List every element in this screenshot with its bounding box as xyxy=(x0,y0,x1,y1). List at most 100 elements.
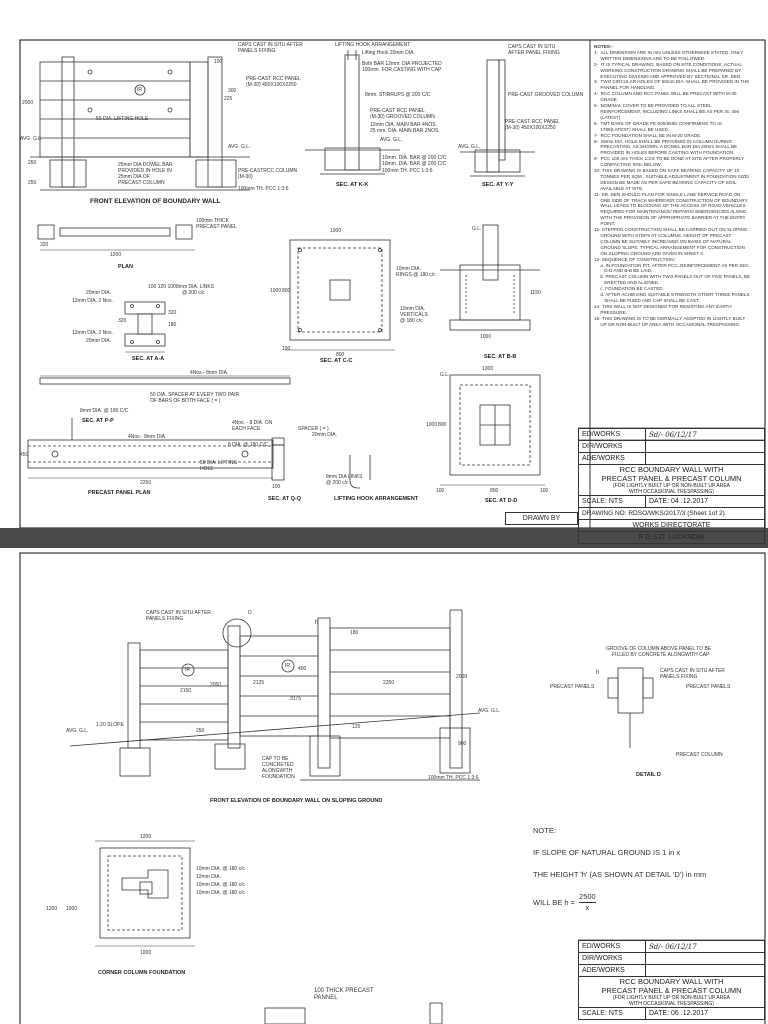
note-line: TONNES PER SQM , SUITABLE ADJUSTMENT IN … xyxy=(594,173,750,179)
verticals-label-3: @ 180 c/c xyxy=(400,318,423,324)
dim-320-b: 320 xyxy=(118,318,127,324)
grooved-column-label: (M-30) GROOVED COLUMN xyxy=(370,114,435,120)
dir-works-label: DIR/WORKS xyxy=(578,440,646,453)
dim-320-a: 320 xyxy=(168,310,177,316)
detail-d-marker: D xyxy=(248,610,252,616)
slope-note-line3: WILL BE h = xyxy=(533,897,576,907)
note-line: GROUND WITH STEPS AT COLUMNS. HEIGHT OF … xyxy=(594,233,732,238)
fraction: 2500 x xyxy=(579,892,596,913)
avg-gl-label-right: AVG. G.L. xyxy=(228,144,251,150)
sec-aa-title: SEC. AT A-A xyxy=(132,356,165,362)
dowel-label-4: PRECAST COLUMN xyxy=(118,180,165,186)
note-line: WRITTEN DIMENSIONS ARE TO BE FOLLOWED. xyxy=(594,55,706,61)
dir-works-sign-2 xyxy=(645,952,765,965)
note-line: 7- RCC FOUNDATION SHALL BE IN M-20 GRADE… xyxy=(594,132,702,138)
dim-800-ch: 800 xyxy=(336,352,345,358)
slope-note: NOTE: IF SLOPE OF NATURAL GROUND IS 1 in… xyxy=(533,826,706,913)
dim-1000-d: 1000 xyxy=(426,422,438,428)
date-cell-2: DATE: 06 .12.2017 xyxy=(645,1007,765,1020)
precast-plan-title: PRECAST PANEL PLAN xyxy=(88,490,151,496)
ade-works-sign-2 xyxy=(645,964,765,977)
dim-2150: 2150 xyxy=(180,688,192,694)
fraction-denominator: x xyxy=(585,903,590,912)
cap-label-4: FOUNDATION xyxy=(262,774,295,780)
slope-note-line1: IF SLOPE OF NATURAL GROUND IS 1 in x xyxy=(533,848,681,857)
note-line: WALL LEADS TO BLOCKING OF THE ACCESS OF … xyxy=(594,203,746,209)
avg-gl-y: AVG. G.L. xyxy=(458,144,481,150)
dim-250b: 250 xyxy=(28,180,37,186)
note-line: 14- THIS WALL IS NOT DESIGNED FOR RESIST… xyxy=(594,303,732,309)
notes-list: 1- ALL DIMENSION ARE IN mm UNLESS OTHERW… xyxy=(594,50,764,328)
precast-column-d: PRECAST COLUMN xyxy=(676,752,723,758)
dim-900: 900 xyxy=(458,741,467,747)
note-line: SHALL BE FIXED AND CAP SHALL BE CAST. xyxy=(594,297,700,303)
dir-works-sign xyxy=(645,440,765,453)
lifting-hook-20-label: Lifting Hook 20mm DIA. xyxy=(362,50,415,56)
verticals-label: 10mm DIA. xyxy=(400,306,426,312)
spacer-q-2: 20mm DIA. xyxy=(312,432,338,438)
groove-label-2: FILLED BY CONCRETE ALONGWITH CAP xyxy=(612,652,710,658)
bar-label-2: 12mm DIA. xyxy=(196,874,222,880)
ir-logo-1: IR xyxy=(185,667,190,673)
lifting-hole-p: 50 DIA. LIFTING xyxy=(200,460,238,466)
note-line: GROUND SLOPE. TYPICAL ARRANGEMENT FOR CO… xyxy=(594,244,745,250)
bar-label-1: 10mm DIA. @ 180 c/c xyxy=(196,866,245,872)
note-line: GRADE. xyxy=(594,97,618,103)
dim-800-d: 800 xyxy=(438,422,447,428)
gl-d: G.L. xyxy=(440,372,450,378)
note-line: EXECUTING DIVISION AND APPROVED BY SECTI… xyxy=(594,73,742,79)
dim-1000-cv: 1000 xyxy=(270,288,282,294)
drawn-by-block: DRAWN BY xyxy=(505,512,578,525)
after-panel-y: AFTER PANEL FIXING xyxy=(508,50,560,56)
four-nos-label: 4Nos.- 8mm DIA. xyxy=(190,370,229,376)
scale-cell-2: SCALE: NTS xyxy=(578,1007,646,1020)
note-line: PANNEL FOR HANDLING. xyxy=(594,85,656,91)
note-line: DESIGN BE MADE AS PER SAFE BEARING CAPAC… xyxy=(594,179,737,185)
main-bar-2: 25 mm. DIA. MAIN BAR 2NOS. xyxy=(370,128,440,134)
drawing-subtitle-2-1: (FOR LIGHTLY BUILT UP OR NON-BUILT UP AR… xyxy=(612,995,731,1001)
sec-yy-title: SEC. AT Y-Y xyxy=(482,182,514,188)
dim-100-q: 100 xyxy=(272,484,281,490)
drawing-title-2: PRECAST PANEL & PRECAST COLUMN xyxy=(601,474,742,483)
ed-works-label-2: ED/WORKS xyxy=(578,940,646,953)
drawing-title-1: RCC BOUNDARY WALL WITH xyxy=(619,465,724,474)
note-line: REQUIRED FOR MAINTENANCE/ REPAIRS/ EMERG… xyxy=(594,209,747,215)
drawing-sheet-1: CAPS CAST IN SITU AFTER PANELS FIXING 10… xyxy=(0,0,768,544)
verticals-label-2: VERTICALS xyxy=(400,312,428,318)
sec-pp-bar: 8mm DIA. @ 180 C/C xyxy=(80,408,129,414)
each-face-label-2: EACH FACE xyxy=(232,426,261,432)
pcc-label: 100mm TH. PCC 1:3:6 xyxy=(238,186,289,192)
dim-1000-v: 1000 xyxy=(66,906,78,912)
dim-1200-v: 1200 xyxy=(46,906,58,912)
note-line: (LATEST). xyxy=(594,114,622,120)
links-label-2: @ 200 c/c xyxy=(182,290,205,296)
spacer-label: 50 DIA. SPACER AT EVERY TWO PAIR xyxy=(150,392,240,398)
thick-panel-2b: PANNEL xyxy=(314,995,338,1001)
directorate-cell: WORKS DIRECTORATE xyxy=(578,519,765,532)
note-line: c. FOUNDATION BE CASTED. xyxy=(594,286,664,292)
caps-cast-2: CAPS CAST IN SITU AFTER xyxy=(146,610,211,616)
detail-d-title: DETAIL D xyxy=(636,772,661,778)
front-elevation-title: FRONT ELEVATION OF BOUNDARY WALL xyxy=(90,198,221,205)
precast-panels-right: PRECAST PANELS xyxy=(686,684,731,690)
bars-20-label: 20mm DIA. xyxy=(86,290,112,296)
dowel-label-3: 25mm DIA OF xyxy=(118,174,150,180)
rings-label-2: RINGS @ 180 c/c xyxy=(396,272,436,278)
avg-gl-left-2: AVG. G.L. xyxy=(66,728,89,734)
dim-400: 400 xyxy=(298,666,307,672)
drawn-by-label: DRAWN BY xyxy=(505,512,578,525)
dim-800-b: 800 xyxy=(490,488,499,494)
avg-gl-right-2: AVG. G.L. xyxy=(478,708,501,714)
spacer-label-2: OF BARS OF BOTH FACE ( = ) xyxy=(150,398,221,404)
note-line: 11- SR. DEN SHOULD PLAN FOR SINGLE LANE … xyxy=(594,191,741,197)
ir-logo: IR xyxy=(137,87,142,93)
notes-title: NOTES:- xyxy=(594,44,613,49)
sec-qq-title: SEC. AT Q-Q xyxy=(268,496,301,502)
corner-column-title: CORNER COLUMN FOUNDATION xyxy=(98,970,186,976)
note-line: 2- IT IS TYPICAL DRAWING, BASED ON SITE … xyxy=(594,61,743,67)
lifting-hole-label: 50 DIA. LIFTING HOLE xyxy=(96,116,149,122)
sec-dd-title: SEC. AT D-D xyxy=(485,498,518,504)
grooved-column-y: PRE-CAST GROOVED COLUMN xyxy=(508,92,584,98)
ed-works-label: ED/WORKS xyxy=(578,428,646,441)
